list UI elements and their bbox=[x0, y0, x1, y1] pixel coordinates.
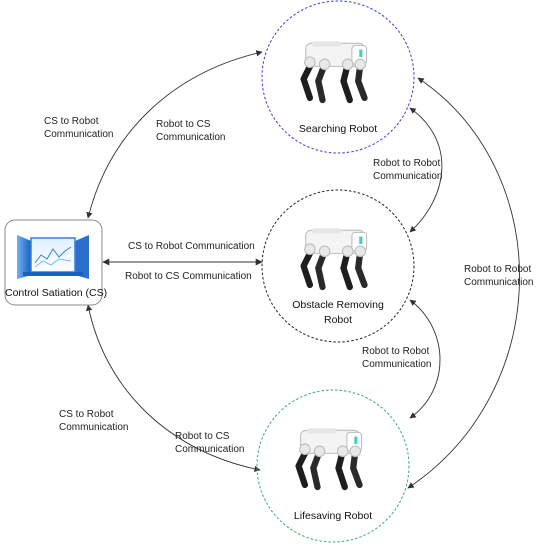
quadruped-robot-icon bbox=[304, 228, 367, 287]
edge-label-searching-obstacle: Robot to Robot Communication bbox=[373, 158, 443, 182]
edge-label-lifesaving-to-cs: Robot to CS Communication bbox=[175, 431, 245, 455]
edge-label-cs-to-lifesaving: CS to Robot Communication bbox=[59, 409, 129, 433]
edge-label-cs-to-searching: CS to Robot Communication bbox=[44, 116, 114, 140]
arc-searching-to-lifesaving bbox=[407, 77, 520, 489]
edge-label-cs-to-obstacle: CS to Robot Communication bbox=[128, 241, 255, 252]
arc-cs-to-lifesaving bbox=[86, 304, 261, 472]
control-station-monitor-icon bbox=[17, 235, 89, 279]
quadruped-robot-icon bbox=[304, 41, 367, 100]
edge-label-searching-lifesaving: Robot to Robot Communication bbox=[464, 264, 534, 288]
edge-label-obstacle-to-cs: Robot to CS Communication bbox=[125, 271, 252, 282]
arc-searching-to-cs bbox=[86, 50, 263, 219]
quadruped-robot-icon bbox=[299, 428, 362, 487]
arc-searching-to-obstacle bbox=[409, 107, 443, 233]
obstacle-robot-label-line1: Obstacle Removing bbox=[292, 299, 384, 311]
control-station-label: Control Satiation (CS) bbox=[5, 287, 108, 299]
searching-robot-ring bbox=[261, 0, 415, 154]
edge-label-searching-to-cs: Robot to CS Communication bbox=[156, 119, 226, 143]
edge-label-obstacle-lifesaving: Robot to Robot Communication bbox=[362, 346, 432, 370]
lifesaving-robot-ring bbox=[256, 389, 410, 543]
arc-obstacle-to-lifesaving bbox=[409, 299, 441, 419]
searching-robot-label: Searching Robot bbox=[298, 123, 378, 135]
lifesaving-robot-label: Lifesaving Robot bbox=[293, 510, 373, 522]
obstacle-robot-ring bbox=[261, 189, 415, 343]
obstacle-robot-label-line2: Robot bbox=[323, 314, 353, 326]
